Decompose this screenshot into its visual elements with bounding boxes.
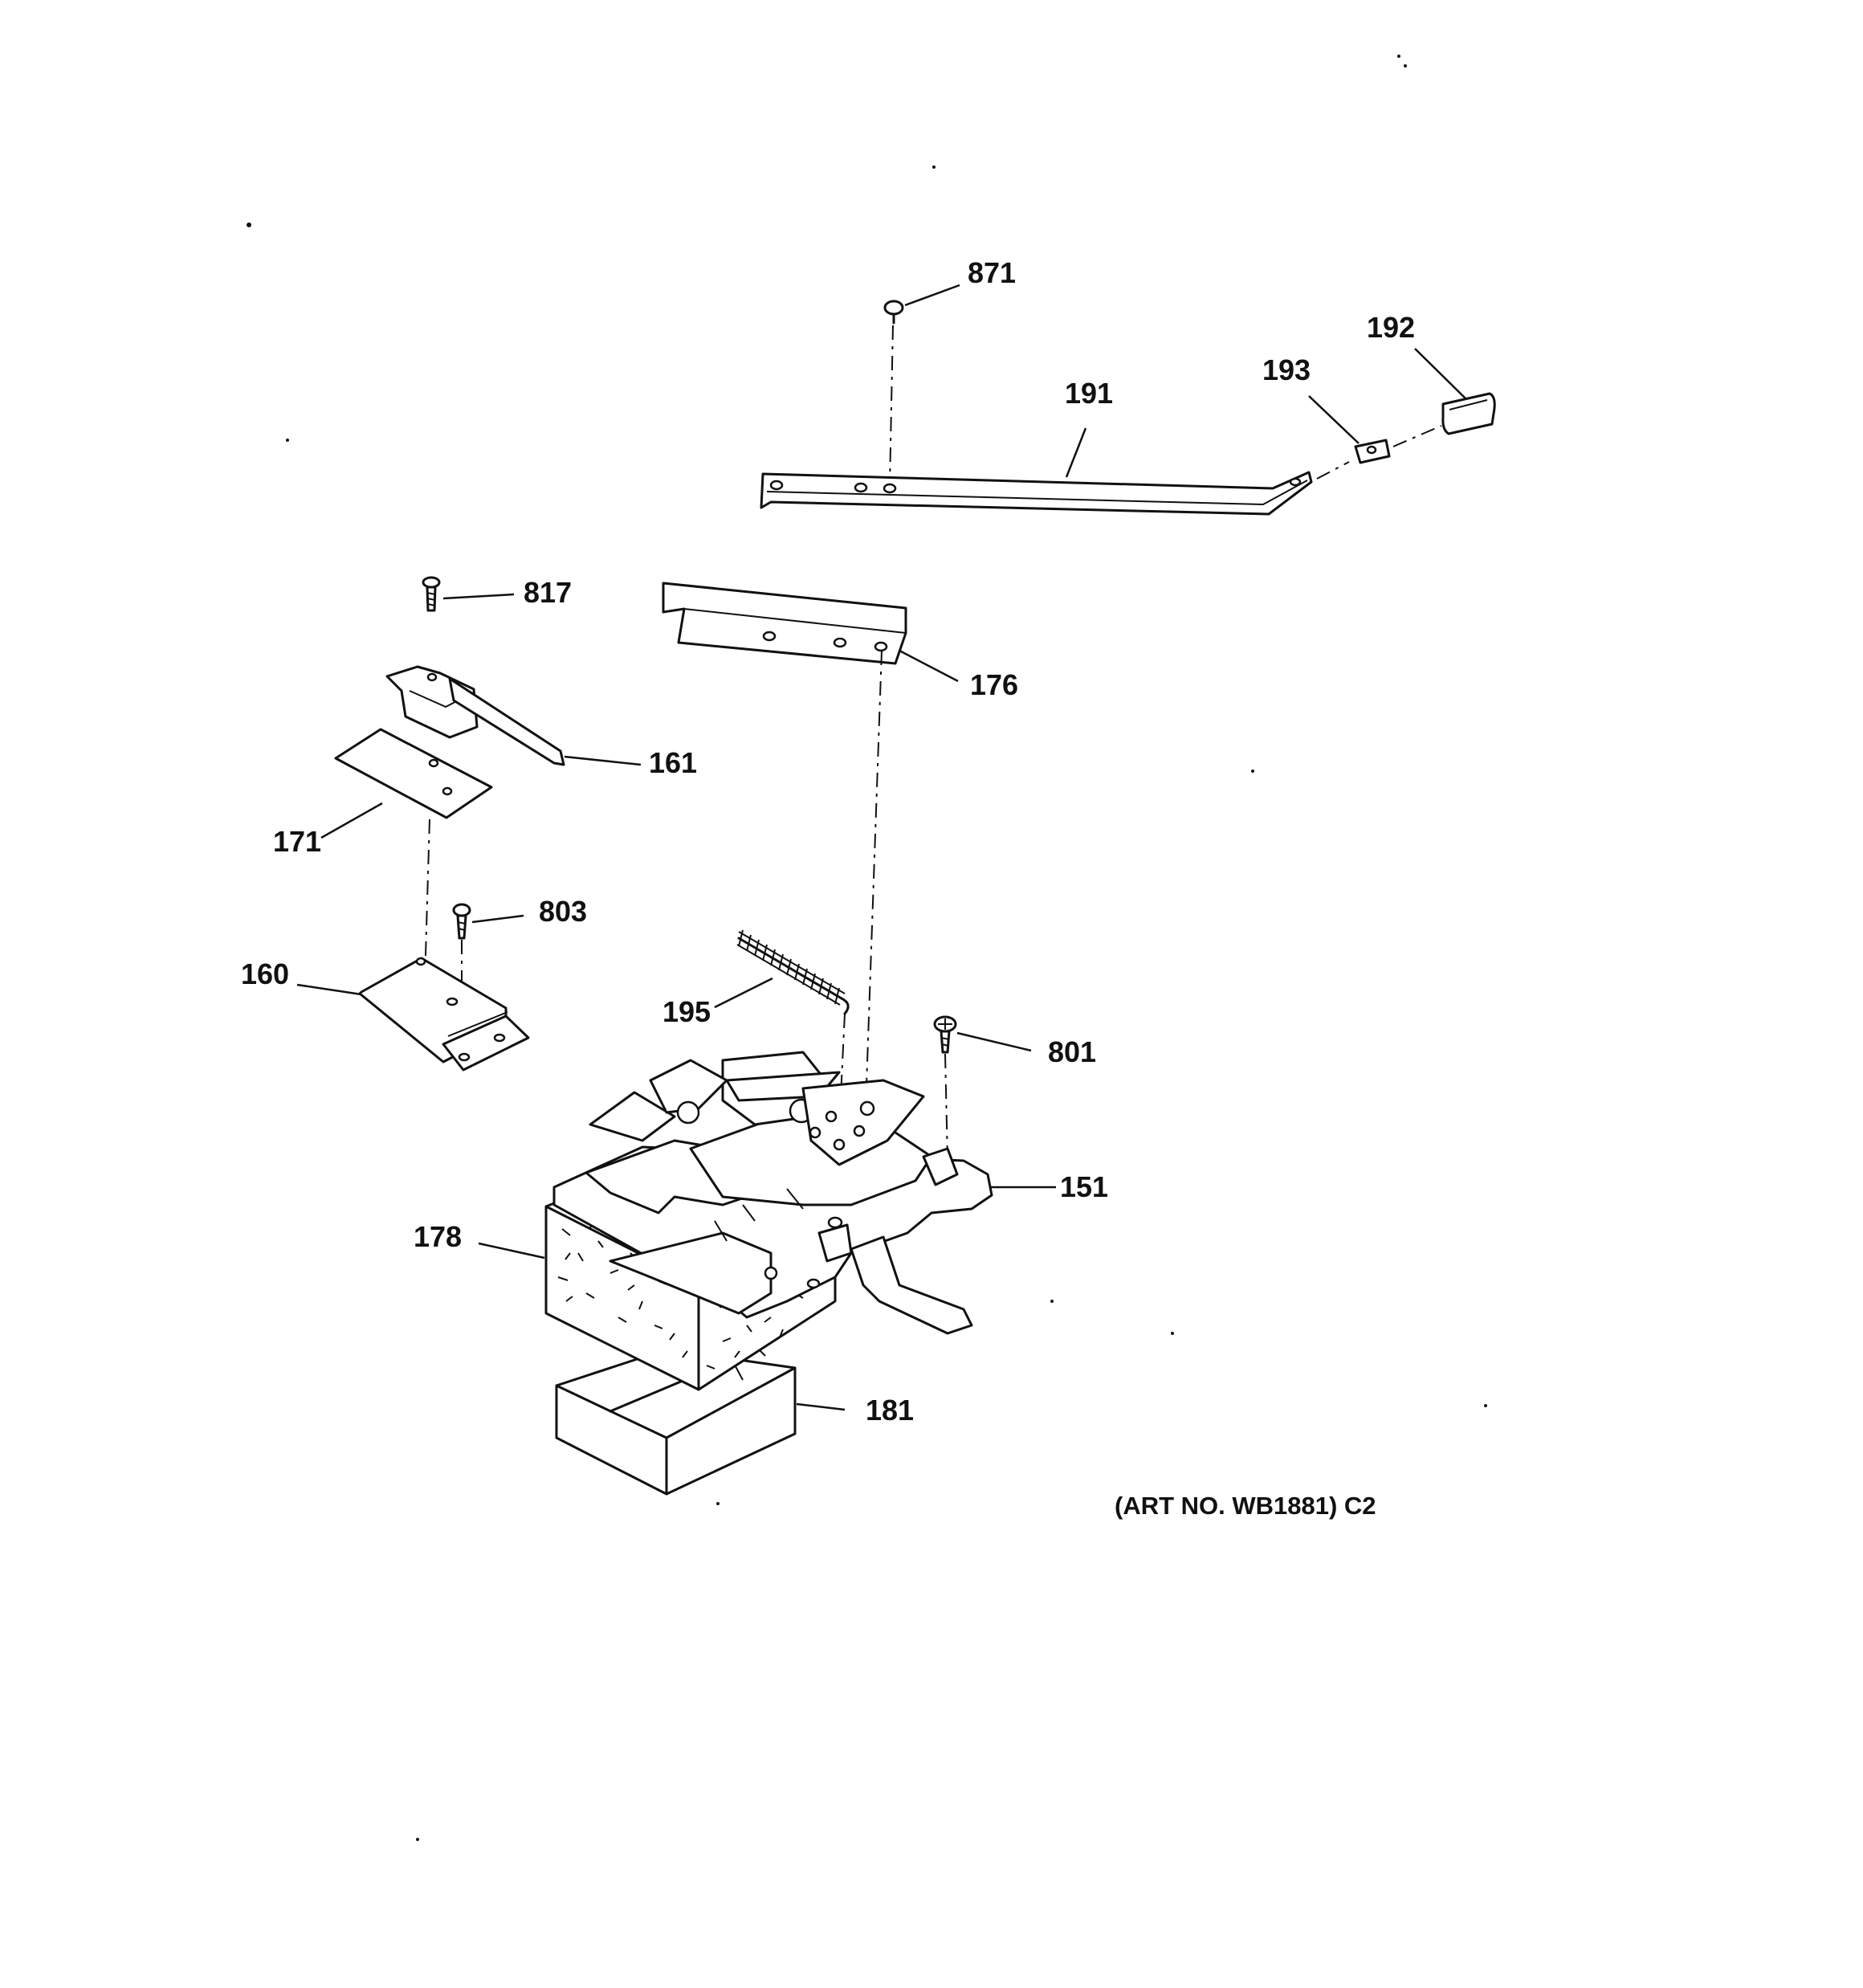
- label-151: 151: [1060, 1170, 1108, 1203]
- label-171: 171: [273, 825, 321, 858]
- latch-assembly-151: [552, 1051, 993, 1335]
- label-801: 801: [1048, 1035, 1096, 1068]
- label-191: 191: [1065, 377, 1113, 410]
- label-160: 160: [241, 957, 289, 990]
- label-192: 192: [1367, 311, 1415, 344]
- label-803: 803: [539, 895, 587, 928]
- box-181: [555, 1348, 797, 1496]
- angle-bracket-176: [662, 582, 907, 1109]
- label-178: 178: [414, 1220, 462, 1253]
- label-817: 817: [524, 576, 572, 609]
- insulator-plate-171: [334, 728, 493, 957]
- bracket-bar-191: [760, 461, 1350, 516]
- cap-192: [1441, 392, 1496, 435]
- label-195: 195: [662, 995, 711, 1028]
- label-871: 871: [968, 256, 1016, 289]
- label-161: 161: [649, 746, 697, 779]
- switch-161: [385, 665, 565, 766]
- screw-801: [933, 1015, 957, 1161]
- scan-specks: [247, 55, 1487, 1841]
- label-193: 193: [1262, 353, 1311, 386]
- clip-193: [1354, 425, 1442, 464]
- screw-817: [422, 576, 441, 612]
- leader-lines: [296, 284, 1467, 1411]
- art-number-caption: (ART NO. WB1881) C2: [1115, 1492, 1376, 1520]
- screw-871: [883, 300, 904, 487]
- switch-bracket-160: [358, 957, 530, 1072]
- label-181: 181: [866, 1394, 914, 1427]
- part-labels: 871 192 193 191 817 176 161 171 803 160 …: [241, 256, 1415, 1427]
- label-176: 176: [970, 668, 1018, 701]
